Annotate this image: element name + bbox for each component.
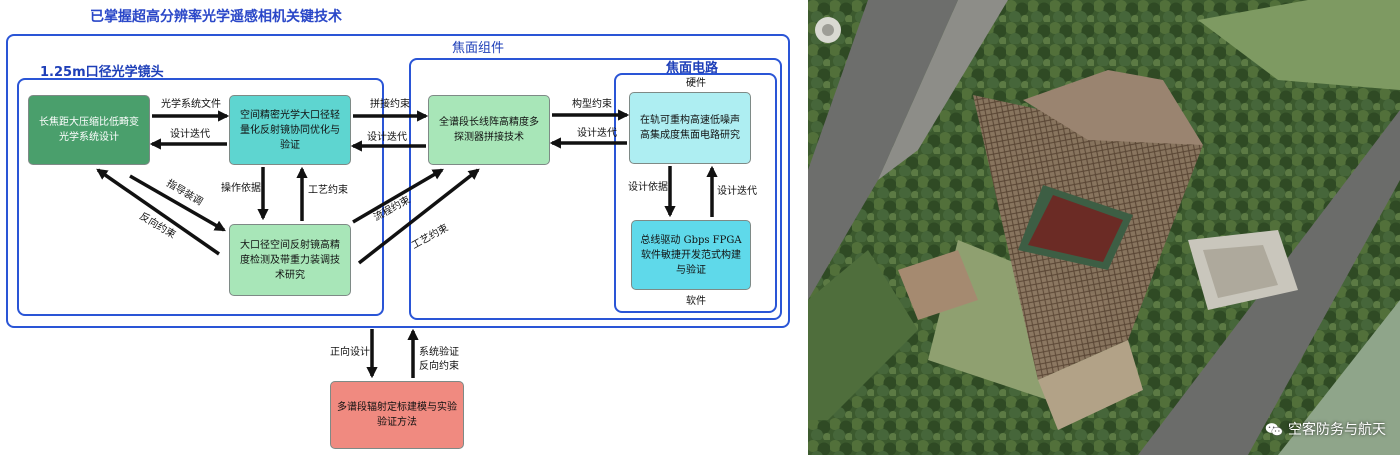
label-design-iteration-4: 设计迭代 <box>717 186 757 197</box>
node-circuit-research: 在轨可重构高速低噪声高集成度焦面电路研究 <box>629 92 751 164</box>
label-design-iteration-1: 设计迭代 <box>170 129 210 140</box>
node-mirror-testing: 大口径空间反射镜高精度检测及带重力装调技术研究 <box>229 224 351 296</box>
node-calibration: 多谱段辐射定标建模与实验验证方法 <box>330 381 464 449</box>
label-reverse-constraint-2: 反向约束 <box>419 361 459 372</box>
arrow-process-constraint-3 <box>357 168 480 265</box>
label-process-constraint-1: 工艺约束 <box>308 185 348 196</box>
label-operation-basis: 操作依据 <box>221 183 261 194</box>
software-label: 软件 <box>686 296 706 307</box>
arrow-guide-assembly <box>129 174 226 232</box>
watermark-text: 空客防务与航天 <box>1288 422 1386 438</box>
wechat-icon <box>1265 422 1283 436</box>
node-mirror-optimization: 空间精密光学大口径轻量化反射镜协同优化与验证 <box>229 95 351 165</box>
node-fpga-software: 总线驱动 Gbps FPGA软件敏捷开发范式构建与验证 <box>631 220 751 290</box>
node-detector-stitching: 全谱段长线阵高精度多探测器拼接技术 <box>428 95 550 165</box>
focal-plane-assembly-label: 焦面组件 <box>452 41 505 56</box>
label-stitching-constraint: 拼接约束 <box>370 99 410 110</box>
satellite-image: 空客防务与航天 <box>808 0 1400 455</box>
diagram-title: 已掌握超高分辨率光学遥感相机关键技术 <box>90 9 342 25</box>
satellite-image-drawing <box>808 0 1400 455</box>
label-design-iteration-3: 设计迭代 <box>577 128 617 139</box>
focal-plane-assembly-frame <box>6 34 790 328</box>
label-design-iteration-2: 设计迭代 <box>367 132 407 143</box>
optical-lens-label: 1.25m口径光学镜头 <box>40 65 164 80</box>
focal-circuit-frame <box>614 73 777 313</box>
watermark: 空客防务与航天 <box>1265 419 1386 439</box>
focal-circuit-label: 焦面电路 <box>666 61 719 76</box>
hardware-label: 硬件 <box>686 78 706 89</box>
diagram-arrows <box>96 109 718 379</box>
arrow-reverse-constraint-1 <box>96 168 220 256</box>
label-forward-design: 正向设计 <box>330 347 370 358</box>
optical-lens-frame <box>17 78 384 316</box>
label-configuration-constraint: 构型约束 <box>572 99 612 110</box>
label-design-basis: 设计依据 <box>628 182 668 193</box>
node-optical-system-design: 长焦距大压缩比低畸变光学系统设计 <box>28 95 150 165</box>
arrow-process-constraint-2 <box>352 168 444 224</box>
label-system-validation: 系统验证 <box>419 347 459 358</box>
label-optical-system-file: 光学系统文件 <box>161 99 221 110</box>
